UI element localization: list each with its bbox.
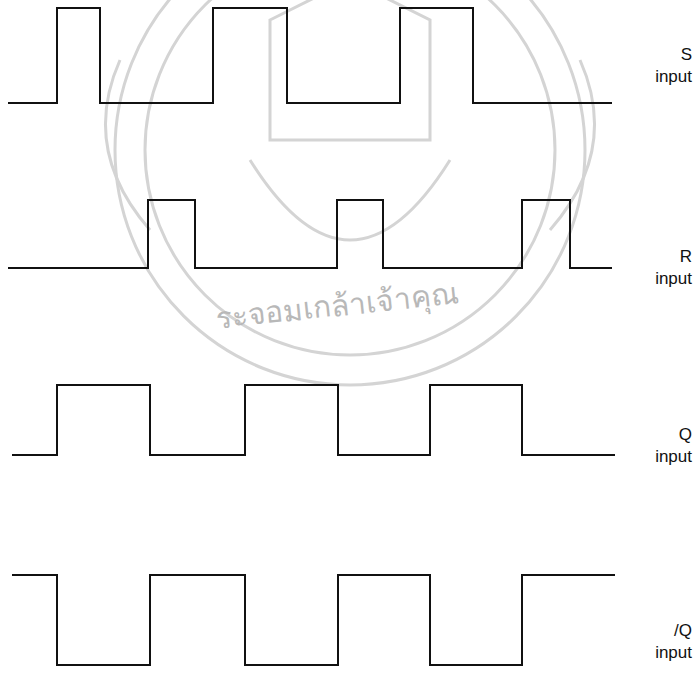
q-waveform: [12, 385, 615, 455]
signal-name: /Q input: [655, 620, 692, 664]
signal-name: S input: [655, 44, 692, 88]
r-waveform: [8, 200, 612, 268]
q-bar-waveform: [12, 575, 615, 665]
s-waveform: [8, 8, 612, 103]
watermark-text: ระจอมเกล้าเจ้าคุณ: [213, 269, 461, 341]
signal-name: R input: [655, 246, 692, 290]
signal-name: Q input: [655, 424, 692, 468]
watermark-emblem: [105, 0, 594, 385]
